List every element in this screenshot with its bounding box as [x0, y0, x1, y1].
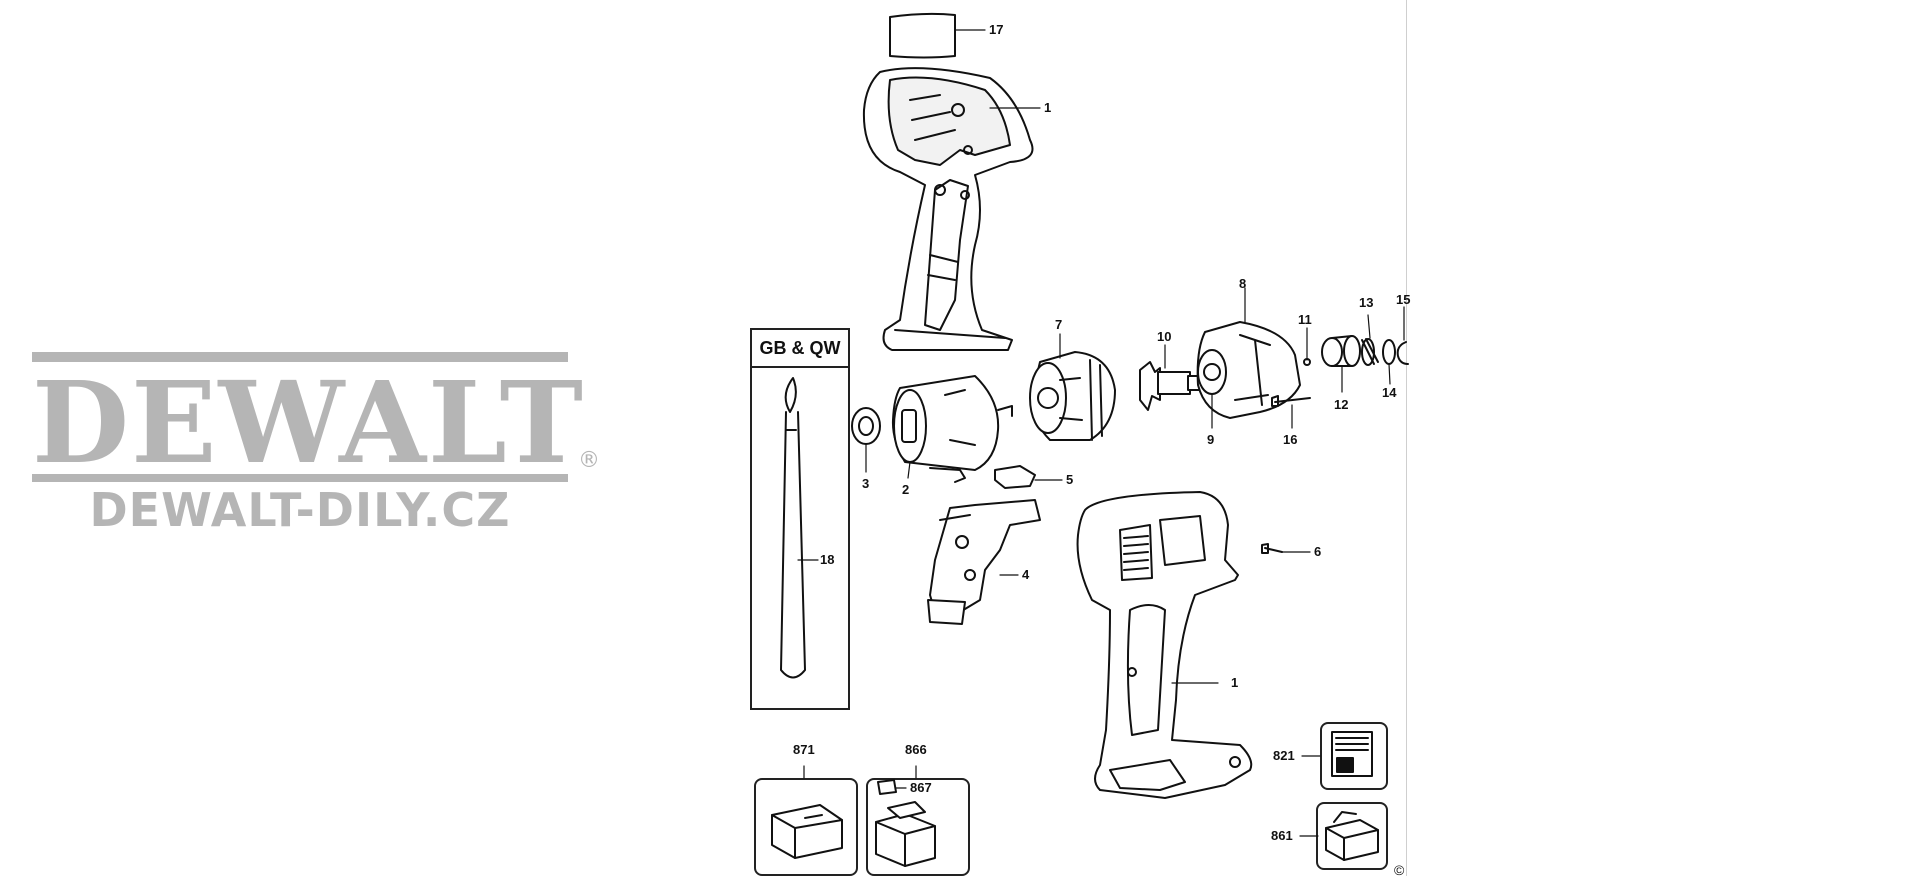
- gearbox-part: [1029, 351, 1116, 441]
- watermark-brand: DEWALT: [32, 358, 585, 489]
- motor-part: [891, 375, 1013, 483]
- callout-3: 3: [862, 476, 870, 491]
- regional-box-title: GB & QW: [752, 330, 848, 368]
- callout-871: 871: [793, 742, 815, 757]
- charger-part: [771, 804, 843, 859]
- callout-11: 11: [1298, 312, 1312, 327]
- dewalt-watermark: DEWALT DEWALT-DILY.CZ ®: [32, 352, 600, 537]
- bearing-part: [851, 407, 881, 445]
- callout-17: 17: [989, 22, 1004, 37]
- callout-14: 14: [1382, 385, 1397, 400]
- callout-7: 7: [1055, 317, 1063, 332]
- connector-part: [994, 465, 1036, 489]
- screw-part: [1271, 395, 1311, 407]
- callout-12: 12: [1334, 397, 1349, 412]
- collar-part: [1321, 335, 1361, 367]
- label-sheet-part: [1331, 731, 1373, 777]
- page-edge-divider: [1406, 0, 1407, 876]
- callout-1-bottom: 1: [1231, 675, 1239, 690]
- retaining-ring-part: [1396, 341, 1409, 365]
- callout-13: 13: [1359, 295, 1374, 310]
- battery-part: [875, 801, 936, 867]
- callout-16: 16: [1283, 432, 1298, 447]
- callout-18: 18: [820, 552, 835, 567]
- switch-part: [927, 499, 1041, 625]
- small-screw-part: [1261, 543, 1283, 554]
- callout-821: 821: [1273, 748, 1295, 763]
- callout-10: 10: [1157, 329, 1172, 344]
- spring-part: [1361, 338, 1379, 366]
- registered-mark: ®: [578, 448, 600, 473]
- callout-4: 4: [1022, 567, 1030, 582]
- carry-case-part: [1325, 811, 1379, 861]
- watermark-middle-bar: [32, 474, 568, 482]
- front-housing-part: [1196, 321, 1301, 419]
- watermark-site: DEWALT-DILY.CZ: [89, 483, 511, 537]
- assembled-housing-part: [1076, 491, 1253, 799]
- callout-6: 6: [1314, 544, 1322, 559]
- lanyard-part: [780, 377, 806, 679]
- callout-8: 8: [1239, 276, 1247, 291]
- label-plate-part: [889, 12, 956, 59]
- callout-1-top: 1: [1044, 100, 1052, 115]
- callout-861: 861: [1271, 828, 1293, 843]
- callout-866: 866: [905, 742, 927, 757]
- housing-half-part: [862, 67, 1034, 351]
- copyright-mark: ©: [1394, 862, 1405, 878]
- terminal-cap-part: [877, 779, 897, 795]
- washer-part: [1382, 339, 1396, 365]
- watermark-top-bar: [32, 352, 568, 362]
- leader-lines: [797, 29, 1405, 837]
- callout-867: 867: [910, 780, 932, 795]
- callout-5: 5: [1066, 472, 1074, 487]
- callout-9: 9: [1207, 432, 1215, 447]
- callout-2: 2: [902, 482, 910, 497]
- callout-15: 15: [1396, 292, 1411, 307]
